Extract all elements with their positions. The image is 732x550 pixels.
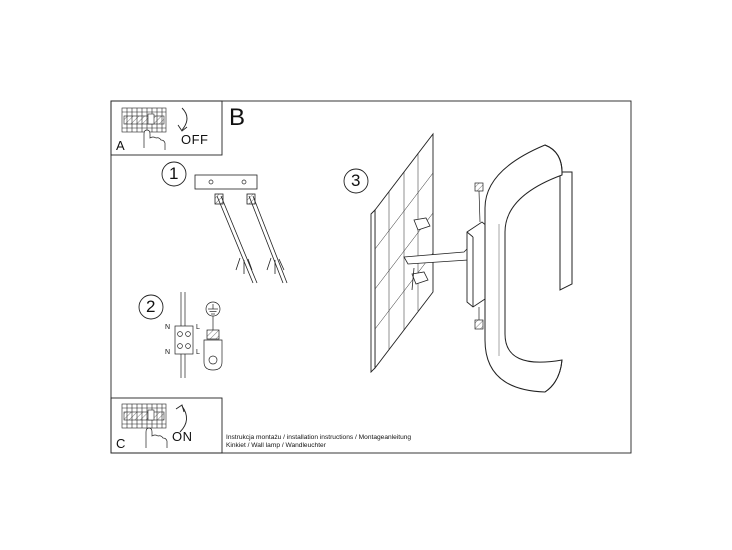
step-1-circle — [161, 161, 187, 187]
circuit-breaker-icon — [121, 403, 167, 429]
supply-wires — [214, 193, 288, 284]
wire-label-l-bottom: L — [196, 349, 200, 356]
ground-connector — [203, 316, 223, 371]
hand-icon — [143, 129, 166, 150]
hand-icon — [145, 427, 168, 448]
screw-top — [474, 182, 484, 223]
step-1-group — [161, 161, 288, 284]
on-label: ON — [172, 429, 193, 444]
step-1-number: 1 — [169, 164, 179, 183]
wall-plate — [370, 132, 434, 374]
step-2-group — [138, 292, 223, 378]
arrow-down-icon — [177, 107, 188, 132]
wire-label-n-top: N — [165, 324, 171, 331]
panel-a-letter: A — [116, 138, 125, 153]
panel-c-letter: C — [116, 436, 126, 451]
outer-frame — [110, 100, 632, 454]
wire-label-l-top: L — [196, 324, 200, 331]
wire-label-n-bottom: N — [165, 349, 171, 356]
off-label: OFF — [181, 132, 209, 147]
panel-c — [110, 397, 223, 454]
step-2-number: 2 — [146, 297, 156, 316]
arrow-up-icon — [175, 404, 187, 433]
circuit-breaker-icon — [121, 107, 167, 133]
lamp-shade — [484, 144, 573, 393]
screw-bottom — [474, 307, 484, 330]
caption-line-2: Kinkiet / Wall lamp / Wandleuchter — [226, 442, 326, 449]
step-3-group — [343, 132, 573, 393]
step-2-circle — [138, 294, 164, 320]
mounting-bar — [194, 174, 258, 190]
terminal-block — [174, 292, 194, 378]
ground-symbol-icon — [205, 301, 221, 317]
panel-a — [110, 100, 223, 156]
panel-b-letter: B — [229, 104, 246, 131]
caption-line-1: Instrukcja montażu / installation instru… — [226, 434, 412, 441]
step-3-number: 3 — [351, 171, 361, 190]
step-3-circle — [343, 168, 369, 194]
